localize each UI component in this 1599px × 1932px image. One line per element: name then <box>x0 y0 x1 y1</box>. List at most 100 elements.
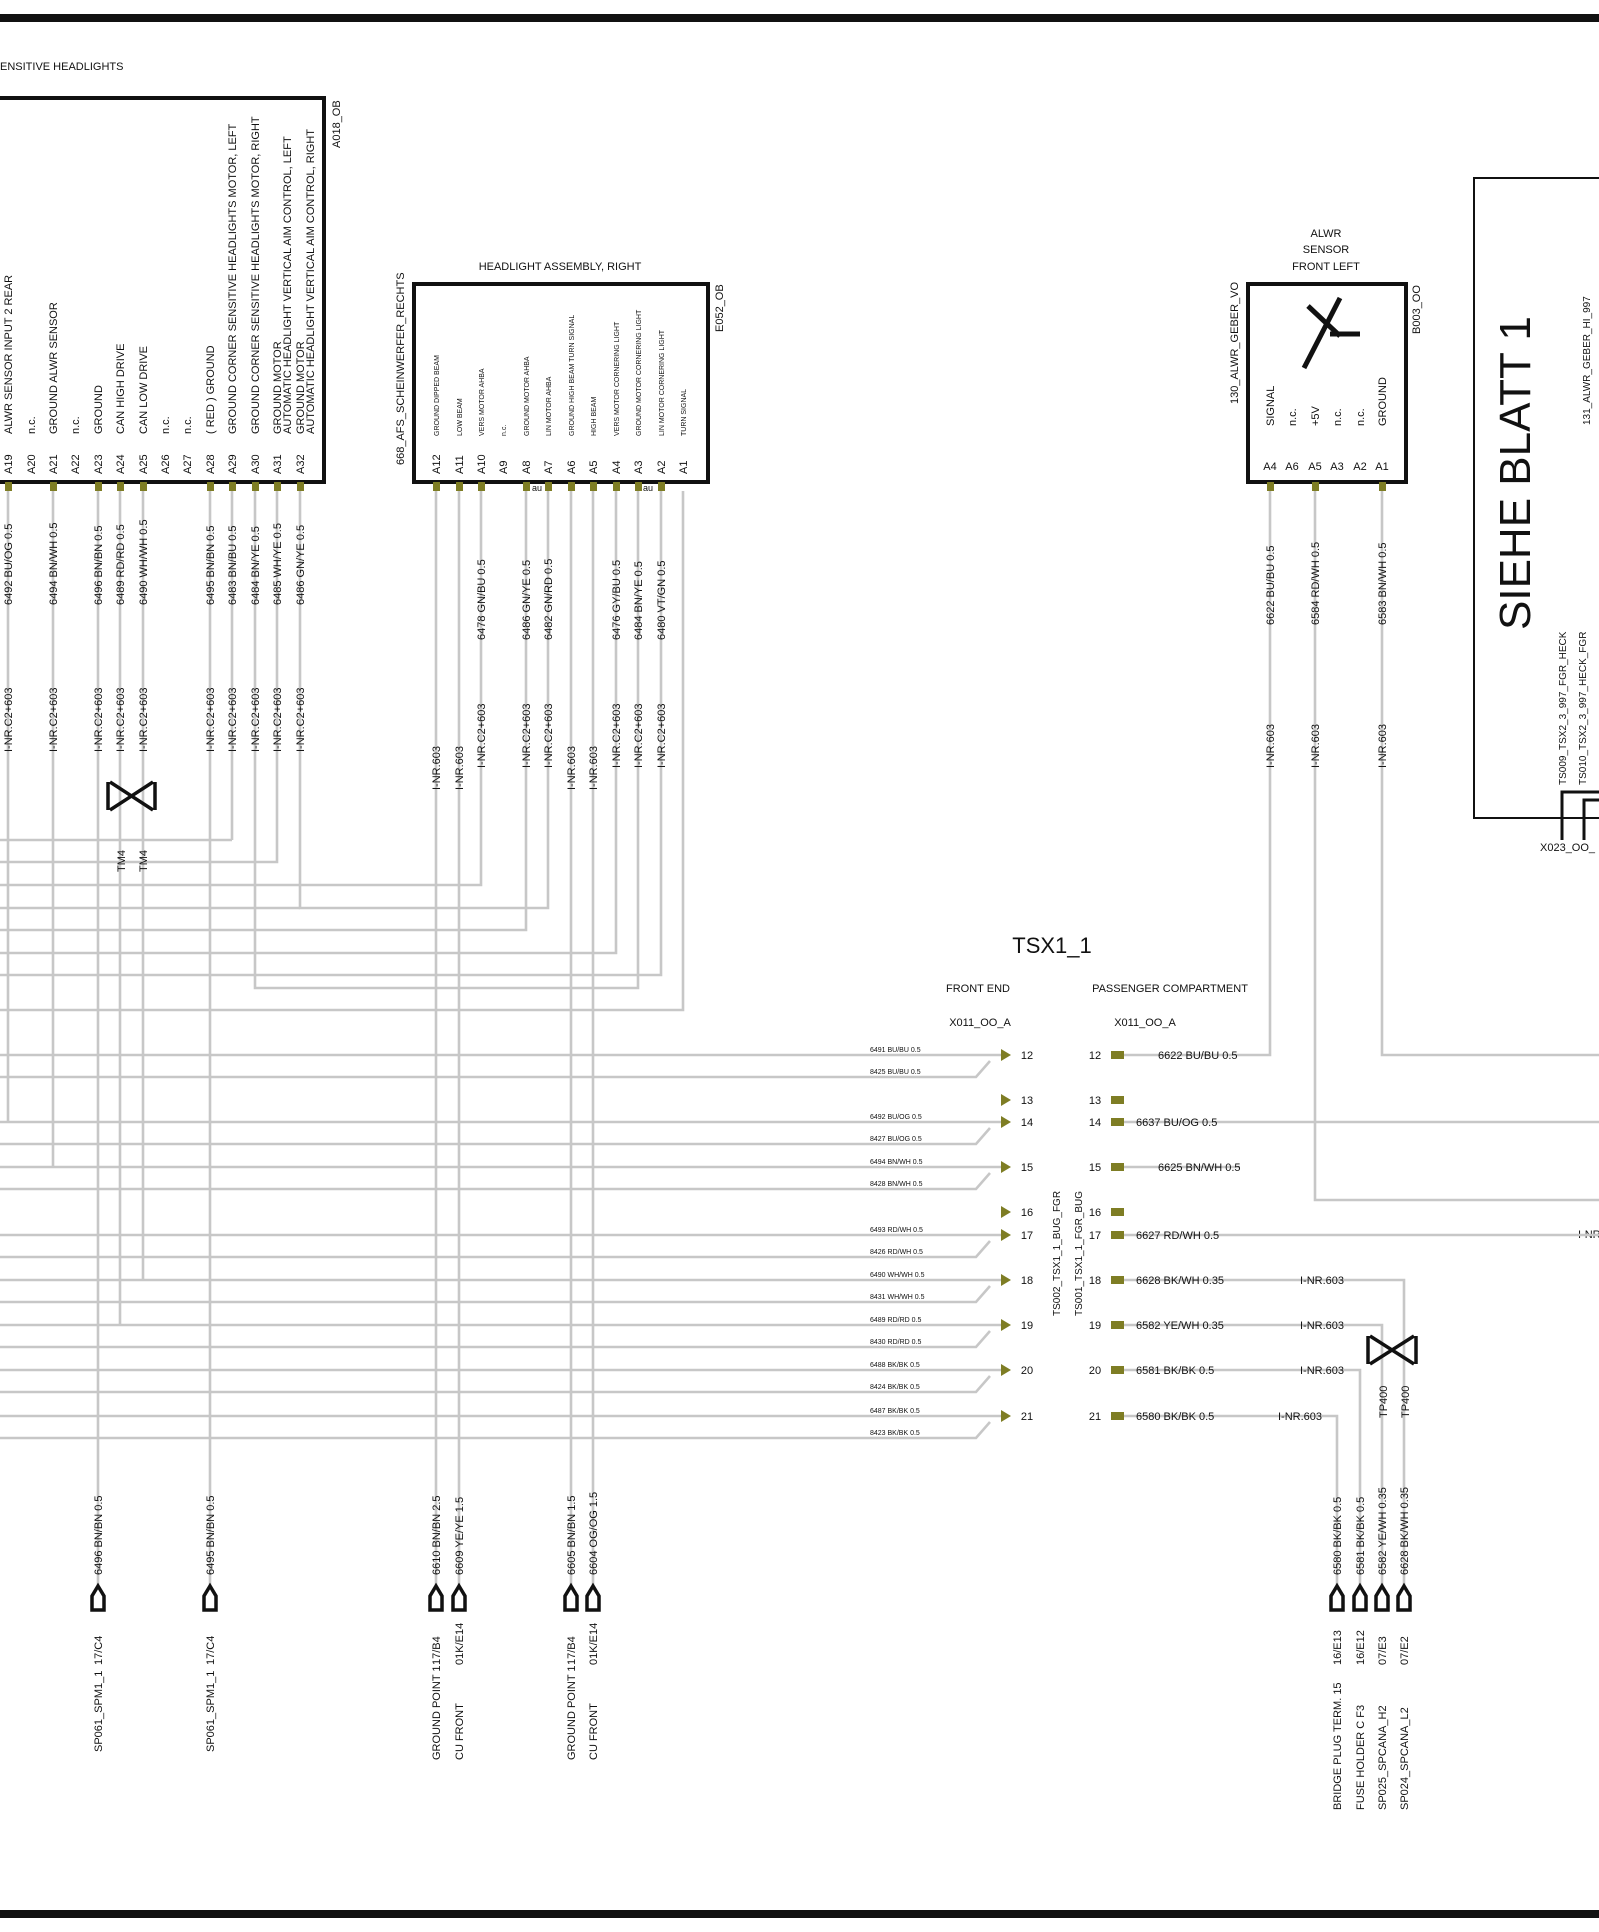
a018-twist-label: TM4 <box>138 850 150 872</box>
e052-pin-terminal <box>613 482 620 491</box>
terminal-ref-label: 07/E3 <box>1377 1636 1389 1665</box>
a018-nr-label: I-NR.C2+603 <box>3 687 15 752</box>
a018-pin-terminal <box>274 482 281 491</box>
tsx-pin-right <box>1111 1366 1124 1374</box>
tsx-wire-label-left: 8430 RD/RD 0.5 <box>870 1339 921 1346</box>
a018-pin-terminal <box>5 482 12 491</box>
e052-pin-terminal <box>545 482 552 491</box>
e052-nr-label: I-NR.C2+603 <box>611 703 623 768</box>
tsx-pin-number-right: 13 <box>1089 1095 1101 1107</box>
a018-pin-terminal <box>207 482 214 491</box>
tsx-wire-label-left: 6489 RD/RD 0.5 <box>870 1317 921 1324</box>
b003-title-1: ALWR <box>1311 228 1342 240</box>
b003-pin-desc: n.c. <box>1355 408 1367 426</box>
tsx-wire-left-return <box>0 1421 991 1440</box>
tsx-wire-left-return <box>0 1127 991 1146</box>
tp-label: TP400 <box>1400 1386 1412 1418</box>
a018-nr-label: I-NR.C2+603 <box>227 687 239 752</box>
terminal-ref-label: 17/C4 <box>205 1636 217 1665</box>
a018-pin-number: A23 <box>93 454 105 474</box>
sensor-symbol-icon <box>1301 296 1360 370</box>
e052-nr-label: I-NR.C2+603 <box>521 703 533 768</box>
a018-nr-label: I-NR.C2+603 <box>272 687 284 752</box>
tsx-nr-label-right: I-NR.603 <box>1300 1365 1344 1377</box>
e052-pin-desc: GROUND DIPPED BEAM <box>434 355 441 436</box>
terminal-ref-label: 07/E2 <box>1399 1636 1411 1665</box>
terminal-wire-label: 6581 BK/BK 0.5 <box>1355 1497 1367 1575</box>
a018-pin-number: A20 <box>26 454 38 474</box>
b003-pin-number: A3 <box>1330 461 1343 473</box>
sheet-bracket-inner <box>1582 798 1599 840</box>
a018-pin-desc: GROUND CORNER SENSITIVE HEADLIGHTS MOTOR… <box>227 123 239 434</box>
e052-pin-desc: HIGH BEAM <box>591 397 598 436</box>
e052-pin-desc: LIN MOTOR CORNERING LIGHT <box>659 329 666 436</box>
b003-wire-label: 6622 BU/BU 0.5 <box>1265 546 1277 626</box>
a018-pin-number: A32 <box>295 454 307 474</box>
a018-nr-label: I-NR.C2+603 <box>93 687 105 752</box>
b003-pin-desc: n.c. <box>1332 408 1344 426</box>
tsx-pin-number-right: 20 <box>1089 1365 1101 1377</box>
b003-pin-desc: SIGNAL <box>1265 386 1277 426</box>
tsx-conn-right: X011_OO_A <box>1114 1017 1176 1029</box>
e052-wire-label: 6480 VT/GN 0.5 <box>656 561 668 641</box>
b003-pin-number: A2 <box>1353 461 1366 473</box>
e052-box <box>412 282 710 484</box>
tsx-pin-number-left: 20 <box>1021 1365 1033 1377</box>
tsx-pin-number-left: 17 <box>1021 1230 1033 1242</box>
bus-wire <box>0 491 685 1012</box>
a018-wire <box>0 491 279 864</box>
e052-pin-terminal <box>635 482 642 491</box>
tsx-pin-right <box>1111 1412 1124 1420</box>
tsx-title: TSX1_1 <box>1012 933 1092 958</box>
tsx-pin-right <box>1111 1231 1124 1239</box>
a018-nr-label: I-NR.C2+603 <box>115 687 127 752</box>
e052-pin-number: A2 <box>656 461 668 474</box>
tsx-wire-left-return <box>0 1240 991 1259</box>
tsx-pin-right <box>1111 1096 1124 1104</box>
e052-pin-number: A12 <box>431 454 443 474</box>
e052-pin-desc: GROUND HIGH BEAM TURN SIGNAL <box>569 315 576 436</box>
a018-pin-desc: GROUND MOTORAUTOMATIC HEADLIGHT VERTICAL… <box>272 136 294 434</box>
e052-nr-label: I-NR.C2+603 <box>656 703 668 768</box>
terminal-wire-label: 6610 BN/BN 2.5 <box>431 1496 443 1576</box>
a018-nr-label: I-NR.C2+603 <box>138 687 150 752</box>
tsx-ts001: TS001_TSX1_1_FGR_BUG <box>1074 1191 1085 1316</box>
a018-id: A018_OB <box>331 100 343 148</box>
ground-terminal-icon <box>1329 1582 1345 1612</box>
e052-pin-desc: GROUND MOTOR AHBA <box>524 356 531 436</box>
terminal-ref-label: 16/E12 <box>1355 1630 1367 1665</box>
tsx-wire-label-left: 8425 BU/BU 0.5 <box>870 1069 921 1076</box>
tp-label: TP400 <box>1378 1386 1390 1418</box>
sheet-alwr-label: 131_ALWR_GEBER_HI_997 <box>1582 296 1593 425</box>
tsx-wire-label-left: 8431 WH/WH 0.5 <box>870 1294 925 1301</box>
e052-wire-label: 6478 GN/BU 0.5 <box>476 559 488 640</box>
ground-terminal-icon <box>90 1582 106 1612</box>
tsx-wire-left-return <box>0 1172 991 1191</box>
a018-wire-label: 6485 WH/YE 0.5 <box>272 523 284 605</box>
terminal-ref-label: 01K/E14 <box>588 1623 600 1665</box>
tsx-pin-right <box>1111 1118 1124 1126</box>
a018-wire-label: 6486 GN/YE 0.5 <box>295 525 307 605</box>
tsx-pin-number-right: 14 <box>1089 1117 1101 1129</box>
a018-pin-number: A28 <box>205 454 217 474</box>
bus-wire <box>0 491 663 977</box>
a018-pin-number: A29 <box>227 454 239 474</box>
e052-pin-number: A11 <box>454 455 466 474</box>
tsx-wire-label-left: 8424 BK/BK 0.5 <box>870 1384 920 1391</box>
tsx-wire-label-left: 6487 BK/BK 0.5 <box>870 1408 920 1415</box>
terminal-wire-label: 6580 BK/BK 0.5 <box>1332 1497 1344 1575</box>
terminal-name-label: CU FRONT <box>454 1703 466 1760</box>
a018-pin-desc: n.c. <box>70 416 82 434</box>
e052-pin-desc: GROUND MOTOR CORNERING LIGHT <box>636 309 643 436</box>
tsx-pin-number-right: 12 <box>1089 1050 1101 1062</box>
e052-pin-desc: LIN MOTOR AHBA <box>546 376 553 436</box>
a018-nr-label: I-NR.C2+603 <box>295 687 307 752</box>
tsx-wire-label-left: 6491 BU/BU 0.5 <box>870 1047 921 1054</box>
bus-wire <box>0 491 618 955</box>
ground-terminal-icon <box>585 1582 601 1612</box>
tsx-wire-label-right: 6580 BK/BK 0.5 <box>1136 1411 1214 1423</box>
terminal-name-label: GROUND POINT 1 <box>566 1665 578 1760</box>
sheet-ts009-label: TS009_TSX2_3_997_FGR_HECK <box>1558 631 1569 785</box>
a018-pin-desc: n.c. <box>182 416 194 434</box>
e052-nr-label: I-NR.603 <box>431 746 443 790</box>
